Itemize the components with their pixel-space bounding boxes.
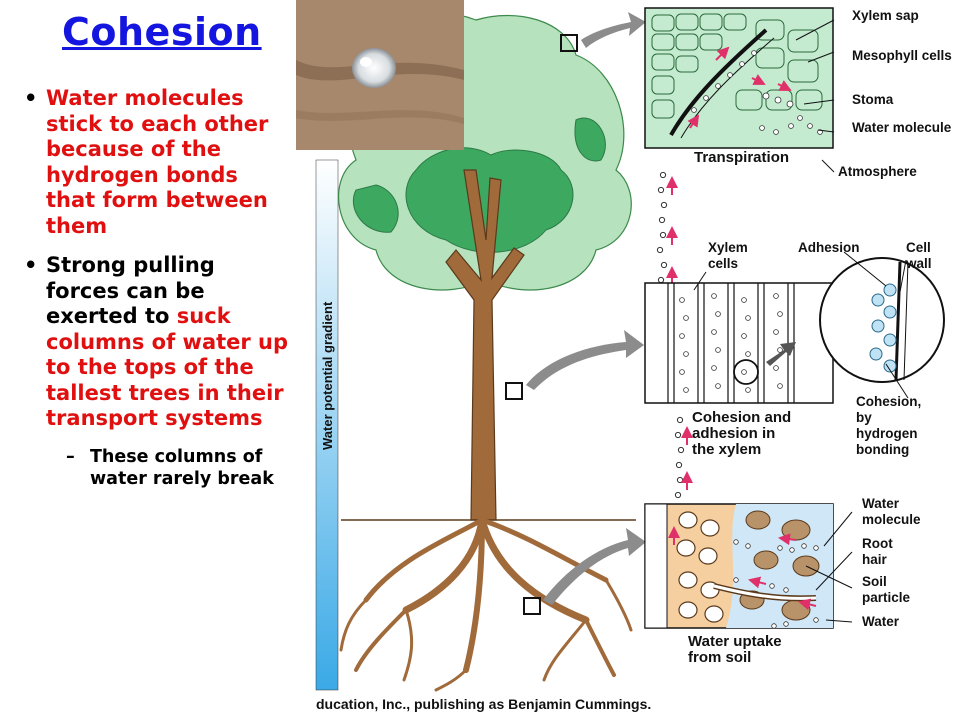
water-potential-gradient-bar: Water potential gradient — [315, 159, 339, 691]
label-soil-particle-line1: Soil — [862, 574, 887, 589]
xylem-cohesion-panel: Xylem cells Adhesion Cell wall Cohesion,… — [644, 240, 945, 458]
leaf-transpiration-panel: Transpiration Xylem sap Mesophyll cells … — [644, 7, 952, 179]
label-xylem-cells-line1: Xylem — [708, 240, 748, 255]
label-root-hair-line2: hair — [862, 552, 888, 567]
leaf-zoom-marker — [560, 34, 578, 52]
xylem-zoom-marker — [505, 382, 523, 400]
tree-trunk — [445, 169, 525, 521]
root-uptake-panel: Water molecule Root hair Soil particle W… — [644, 496, 921, 666]
label-stoma: Stoma — [852, 92, 894, 107]
label-xylem-sap: Xylem sap — [852, 8, 919, 23]
transpiration-caption: Transpiration — [694, 149, 789, 166]
water-transport-diagram: Water potential gradient — [296, 0, 960, 720]
bullet-list: • Water molecules stick to each other be… — [22, 86, 292, 490]
label-cell-wall-line1: Cell — [906, 240, 931, 255]
label-adhesion: Adhesion — [798, 240, 860, 255]
tree-roots — [339, 516, 633, 692]
label-water: Water — [862, 614, 900, 629]
gradient-label: Water potential gradient — [320, 301, 335, 450]
publisher-credit: ducation, Inc., publishing as Benjamin C… — [316, 696, 652, 712]
bullet-item-2: • Strong pulling forces can be exerted t… — [22, 253, 292, 432]
sub-bullet-dash-icon: – — [66, 446, 75, 467]
root-caption-line2: from soil — [688, 649, 751, 666]
label-mesophyll-cells: Mesophyll cells — [852, 48, 952, 63]
label-cohesion-line4: bonding — [856, 442, 909, 457]
label-soil-particle-line2: particle — [862, 590, 911, 605]
slide-title: Cohesion — [62, 10, 262, 54]
bullet-dot-icon: • — [24, 253, 38, 277]
bullet-item-1: • Water molecules stick to each other be… — [22, 86, 292, 239]
label-cohesion-line1: Cohesion, — [856, 394, 921, 409]
bullet-2-text-plain: Strong pulling forces can be exerted to — [46, 253, 215, 328]
bullet-dot-icon: • — [24, 86, 38, 110]
label-water-molecule-leaf: Water molecule — [852, 120, 952, 135]
xylem-caption-line2: adhesion in — [692, 425, 775, 442]
root-zoom-marker — [523, 597, 541, 615]
bullet-2-text-red: suck columns of water up to the tops of … — [46, 304, 289, 430]
label-water-molecule-root-line2: molecule — [862, 512, 921, 527]
zoom-arrows — [526, 12, 646, 605]
label-water-molecule-root-line1: Water — [862, 496, 900, 511]
label-cohesion-line2: by — [856, 410, 872, 425]
label-xylem-cells-line2: cells — [708, 256, 738, 271]
label-atmosphere: Atmosphere — [838, 164, 917, 179]
sub-bullet-item: – These columns of water rarely break — [22, 446, 292, 490]
root-caption-line1: Water uptake — [688, 633, 782, 650]
water-droplet-photo — [296, 0, 464, 150]
xylem-caption-line1: Cohesion and — [692, 409, 791, 426]
label-cell-wall-line2: wall — [905, 256, 932, 271]
xylem-caption-line3: the xylem — [692, 441, 761, 458]
bullet-1-text: Water molecules stick to each other beca… — [46, 86, 269, 238]
label-root-hair-line1: Root — [862, 536, 893, 551]
sub-bullet-text: These columns of water rarely break — [90, 446, 274, 489]
label-cohesion-line3: hydrogen — [856, 426, 918, 441]
